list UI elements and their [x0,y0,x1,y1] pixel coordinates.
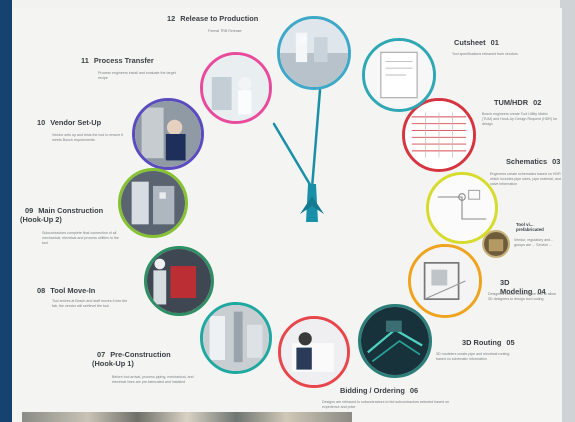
step-number-12: 12 [167,14,176,23]
stage-photo-09 [118,168,188,238]
bottom-photo-strip [22,412,352,422]
step-number-08: 08 [37,286,46,295]
step-desc-02: Bosch engineers create Tool Utility Matr… [482,112,558,126]
step-number-11: 11 [81,56,89,65]
step-desc-05: 3D modelers create pipe and electrical r… [436,352,510,361]
stage-photo-02 [402,98,476,172]
clock-hands [272,88,324,222]
step-desc-06: Designs are released to subcontractors t… [322,400,450,409]
step-number-07: 07 [97,350,106,359]
step-desc-10: Vendor sets up and tests the tool to ens… [52,133,124,142]
step-number-09: 09 [25,206,34,215]
side-photo [482,230,510,258]
stage-photo-08 [144,246,214,316]
stage-photo-07 [200,302,272,374]
stage-photo-03 [426,172,498,244]
step-number-04: 04 [537,286,546,296]
step-number-05: 05 [506,338,515,347]
stage-photo-01 [362,38,436,112]
stage-photo-05 [358,304,432,378]
step-desc-11: Process engineers install and evaluate t… [98,71,176,80]
stage-photo-06 [278,316,350,388]
stage-photo-12 [277,16,351,90]
stage-photo-10 [132,98,204,170]
step-number-02: 02 [533,98,542,107]
step-desc-09: Subcontractors complete final connection… [42,231,119,245]
step-desc-12: Formal TRB Release [208,29,242,33]
step-desc-04: Designers create model of the tool to al… [488,292,556,301]
step-desc-07: Before tool arrival, process piping, mec… [112,375,194,384]
step-number-10: 10 [37,118,46,127]
side-note-desc: Vendor, regulatory and... groups are ...… [514,238,554,247]
step-number-03: 03 [552,157,561,166]
stage-photo-11 [200,52,272,124]
side-note-title: Tool vi... prefabricated [516,222,544,233]
step-desc-03: Engineers create schematics based on HDR… [490,172,561,186]
step-desc-08: Tool arrives at Bosch and staff moves it… [52,299,128,308]
step-number-06: 06 [409,386,419,395]
stage-photo-04 [408,244,482,318]
step-number-01: 01 [490,38,499,47]
step-desc-01: Tool specifications released from vendor… [452,52,518,56]
